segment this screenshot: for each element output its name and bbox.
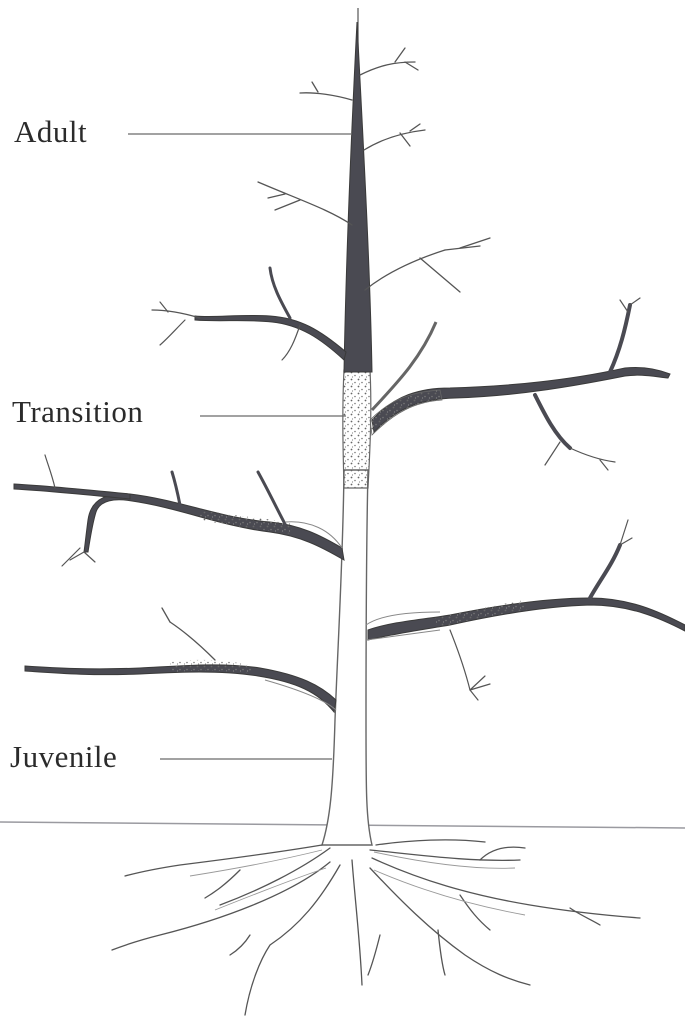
- branch-left-middle-tip: [14, 484, 130, 499]
- branch-right-lower-stipple: [435, 600, 527, 628]
- branch-left-lower: [25, 665, 336, 712]
- branch-left-middle: [84, 494, 344, 560]
- root-outline-left: [190, 850, 326, 910]
- transition-trunk: [343, 370, 371, 488]
- adult-trunk: [344, 22, 372, 372]
- root-outline-right: [374, 852, 525, 915]
- branch-right-upper-stipple: [370, 390, 442, 435]
- adult-label: Adult: [14, 116, 87, 147]
- upper-branches: [258, 48, 490, 292]
- juvenile-label: Juvenile: [10, 741, 117, 772]
- roots: [112, 840, 640, 1015]
- transition-label: Transition: [12, 396, 143, 427]
- branch-upper-left: [195, 315, 346, 360]
- juvenile-trunk: [322, 470, 372, 845]
